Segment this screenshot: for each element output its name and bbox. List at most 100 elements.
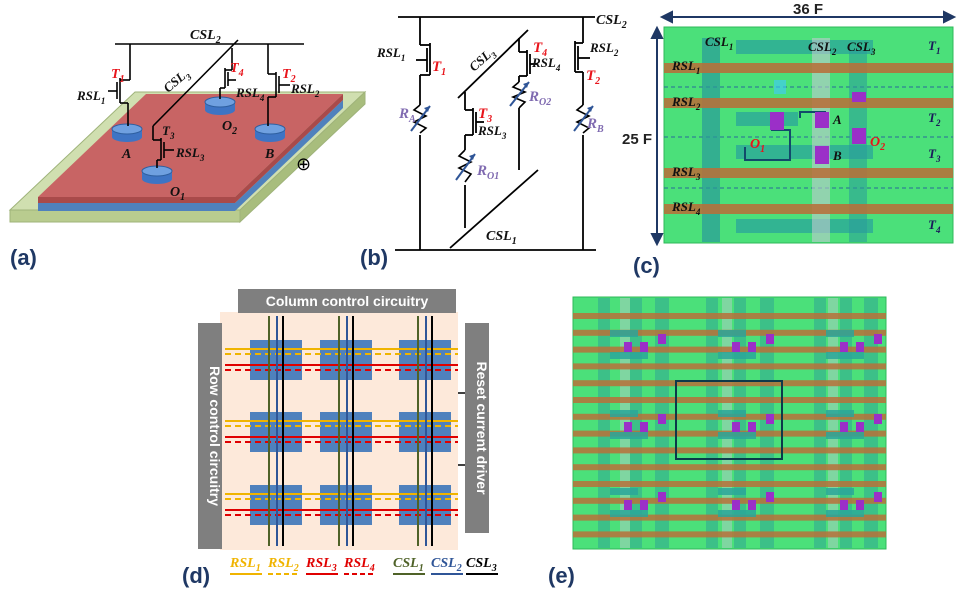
a-blue-layer-side	[235, 100, 343, 211]
e-strip	[610, 510, 648, 517]
a-rsl4-label: RSL4	[235, 85, 265, 103]
a-t3-label: T3	[162, 123, 175, 141]
panel-c-layout: 36 F 25 F	[622, 1, 957, 278]
e-pad	[748, 500, 756, 510]
b-wiring	[395, 16, 596, 251]
a-red-layer-front	[38, 197, 235, 203]
b-rsl3-label: RSL3	[477, 123, 507, 141]
a-node-O2: O2	[222, 119, 237, 137]
c-rsl1-label: RSL1	[671, 58, 700, 76]
d-row-lines	[225, 348, 458, 516]
a-substrate-side	[239, 90, 366, 224]
e-strip	[826, 352, 864, 359]
a-red-layer-top	[38, 94, 343, 197]
a-rsl1-label: RSL1	[76, 88, 105, 106]
e-strip	[826, 330, 854, 337]
e-rsl-bar-6	[573, 397, 886, 403]
e-unit-cell-highlight	[675, 380, 783, 460]
d-legend-label-7: CSL3	[466, 556, 497, 574]
e-rsl-bar-12	[573, 497, 886, 504]
e-cell-pattern-r3-c2	[718, 488, 774, 517]
e-cell-patterns	[610, 330, 882, 517]
c-node-B: B	[832, 148, 842, 163]
a-csl2-label: CSL2	[190, 28, 221, 46]
b-rsl2-label: RSL2	[589, 40, 619, 58]
c-t3-label: T3	[928, 146, 941, 164]
e-rsl-bar-10	[573, 464, 886, 471]
d-legend-name: CSL	[431, 556, 457, 571]
e-cell-pattern-r2-c1	[610, 410, 666, 439]
b-csl3-label: CSL3	[466, 44, 499, 77]
e-pad	[766, 492, 774, 502]
b-rb-label: RB	[586, 116, 604, 135]
a-substrate-front	[9, 209, 241, 223]
c-csl3-label: CSL3	[847, 39, 876, 57]
e-pad	[766, 334, 774, 344]
d-legend-name: CSL	[393, 556, 419, 571]
e-cell-pattern-r1-c1	[610, 330, 666, 359]
c-dimension-arrows	[650, 10, 957, 247]
e-pad	[658, 492, 666, 502]
d-legend-name: RSL	[229, 556, 256, 571]
e-vbar-6	[722, 298, 732, 548]
panel-b-circuit: CSL2 CSL1 CSL3 RSL1 T1 RSL2 T2 T3 RSL3 T…	[360, 13, 627, 270]
b-ro2-label: RO2	[528, 89, 551, 108]
a-t1-label: T1	[111, 67, 125, 85]
d-legend-name: RSL	[343, 556, 370, 571]
c-csl2-label: CSL2	[808, 39, 837, 57]
e-pad	[856, 422, 864, 432]
panel-a-label: (a)	[10, 245, 37, 270]
c-pads	[770, 80, 866, 164]
d-legend-sub: 1	[256, 563, 261, 574]
e-pad	[658, 414, 666, 424]
e-strip	[826, 488, 854, 495]
panel-d-label: (d)	[182, 563, 210, 588]
d-legend-sub: 2	[293, 563, 299, 574]
e-strip	[826, 432, 864, 439]
b-t1-label: T1	[432, 59, 446, 78]
d-reset-ticks	[458, 392, 465, 466]
d-legend-sub: 1	[419, 563, 424, 574]
e-vbar-10	[828, 298, 838, 548]
d-row-control-label: Row control circuitry	[207, 366, 223, 506]
c-row-separators	[664, 86, 953, 189]
e-rsl-bar-9	[573, 447, 886, 454]
c-node-O1: O1	[750, 137, 765, 155]
b-t2-label: T2	[586, 68, 600, 87]
d-legend-sub: 4	[369, 563, 375, 574]
d-column-control-label: Column control circuitry	[266, 293, 429, 309]
e-cell-pattern-r2-c2	[718, 410, 774, 439]
c-rsl2-label: RSL2	[671, 94, 701, 112]
e-rsl-bar-1	[573, 313, 886, 319]
d-legend-label-6: CSL2	[431, 556, 462, 574]
e-pad	[640, 500, 648, 510]
e-cell-pattern-r2-c3	[826, 410, 882, 439]
b-resistor-RO2	[509, 81, 530, 109]
a-node-O1: O1	[170, 185, 185, 203]
d-legend-label-2: RSL2	[267, 556, 299, 574]
a-disk-O1	[141, 165, 173, 184]
e-rsl-bar-14	[573, 531, 886, 538]
e-cell-pattern-r1-c3	[826, 330, 882, 359]
e-pad	[874, 334, 882, 344]
d-legend-name: CSL	[466, 556, 492, 571]
d-column-lines	[268, 316, 433, 546]
e-strip	[610, 488, 638, 495]
e-pad	[732, 500, 740, 510]
d-reset-driver-label: Reset current driver	[474, 361, 490, 495]
e-pad	[624, 500, 632, 510]
a-node-A: A	[121, 147, 131, 162]
b-t3-label: T3	[478, 106, 492, 125]
a-t4-label: T4	[230, 61, 244, 79]
c-node-A: A	[832, 112, 842, 127]
b-ra-label: RA	[398, 106, 416, 125]
e-cell-pattern-r1-c2	[718, 330, 774, 359]
e-pad	[748, 342, 756, 352]
a-wiring	[108, 39, 304, 168]
d-cell-grid	[250, 340, 451, 525]
panel-c-label: (c)	[633, 253, 660, 278]
panel-a-3d-device: CSL2 CSL3 T1 T2 T3 T4 RSL1 RSL2 RSL3 RSL…	[8, 28, 367, 270]
c-height-label: 25 F	[622, 131, 652, 148]
e-pad	[856, 342, 864, 352]
